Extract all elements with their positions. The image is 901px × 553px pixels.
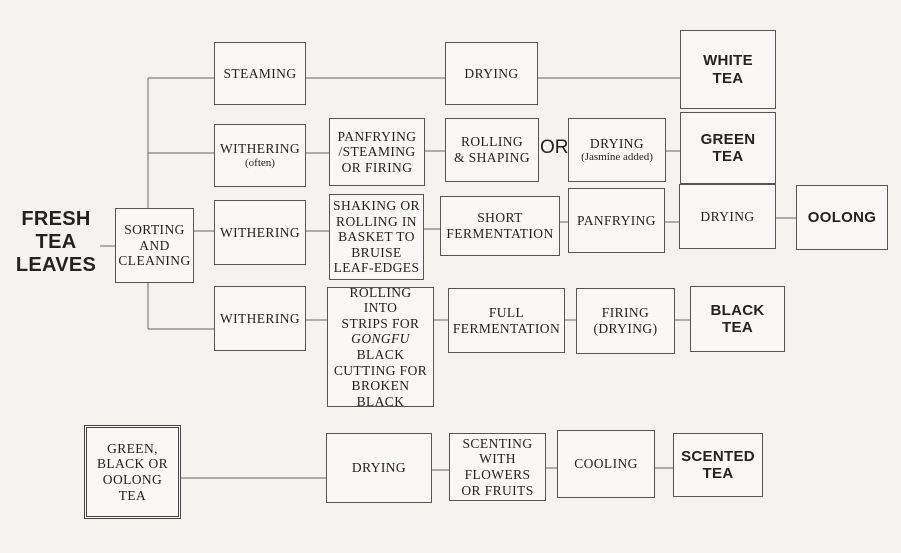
cooling-box: COOLING	[557, 430, 655, 498]
shaking-rolling-basket-box: SHAKING OR ROLLING IN BASKET TO BRUISE L…	[329, 194, 424, 280]
green-black-oolong-tea-box: GREEN, BLACK OR OOLONG TEA	[84, 425, 181, 519]
full-fermentation-box: FULL FERMENTATION	[448, 288, 565, 353]
oolong-withering-box: WITHERING	[214, 200, 306, 265]
black-withering-box: WITHERING	[214, 286, 306, 351]
rolling-shaping-box: ROLLING & SHAPING	[445, 118, 539, 182]
oolong-box: OOLONG	[796, 185, 888, 250]
green-drying-box: DRYING (Jasmine added)	[568, 118, 666, 182]
green-withering-box: WITHERING (often)	[214, 124, 306, 187]
short-fermentation-box: SHORT FERMENTATION	[440, 196, 560, 256]
white-tea-box: WHITE TEA	[680, 30, 776, 109]
sorting-and-cleaning-box: SORTING AND CLEANING	[115, 208, 194, 283]
oolong-drying-box: DRYING	[679, 184, 776, 249]
or-label: OR	[540, 137, 569, 158]
steaming-box: STEAMING	[214, 42, 306, 105]
rolling-strips-cutting-box: ROLLING INTO STRIPS FOR GONGFU BLACK CUT…	[327, 285, 434, 409]
oolong-panfrying-box: PANFRYING	[568, 188, 665, 253]
panfrying-steaming-firing-box: PANFRYING /STEAMING OR FIRING	[329, 118, 425, 186]
scented-tea-box: SCENTED TEA	[673, 433, 763, 497]
white-drying-box: DRYING	[445, 42, 538, 105]
firing-drying-box: FIRING (DRYING)	[576, 288, 675, 354]
green-tea-box: GREEN TEA	[680, 112, 776, 184]
scented-drying-box: DRYING	[326, 433, 432, 503]
black-tea-box: BLACK TEA	[690, 286, 785, 352]
fresh-tea-leaves-label: FRESH TEA LEAVES	[15, 208, 97, 276]
scenting-flowers-fruits-box: SCENTING WITH FLOWERS OR FRUITS	[449, 433, 546, 501]
